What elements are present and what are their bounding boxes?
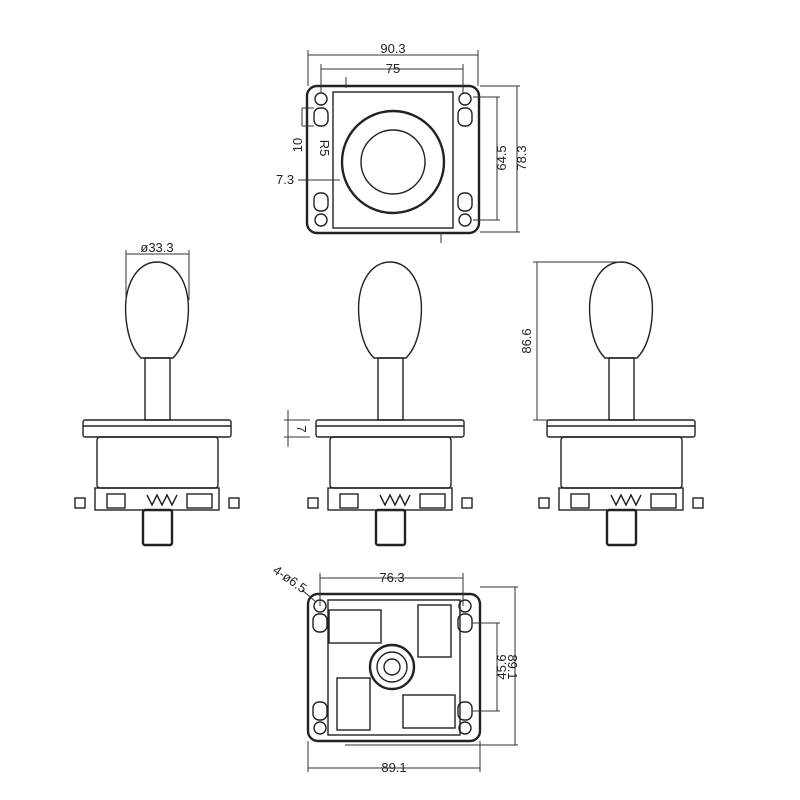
dim-slot-radius: R5 (317, 140, 332, 157)
dim-bottom-width-overall: 89.1 (381, 760, 406, 775)
side-view-left (73, 260, 241, 547)
microswitch (402, 694, 456, 729)
dim-total-height: 86.6 (519, 328, 534, 353)
side-view-right (537, 260, 705, 547)
dim-bottom-hole-spacing-y: 45.6 (494, 654, 509, 679)
microswitch (417, 604, 452, 658)
dim-mount-holes: 4-ø6.5 (270, 562, 309, 596)
dim-plate-thickness: 7 (294, 425, 309, 432)
bottom-view: 76.3 4-ø6.5 45.6 89.1 89.1 (270, 562, 520, 775)
dim-bottom-hole-spacing-x: 76.3 (379, 570, 404, 585)
dim-hole-spacing-x: 75 (386, 61, 400, 76)
dim-bottom-height-overall: 89.1 (505, 654, 520, 679)
side-view-dimensions: ø33.3 7 86.6 (125, 240, 620, 447)
dim-knob-diameter: ø33.3 (140, 240, 173, 255)
dim-slot-length: 10 (290, 138, 305, 152)
dim-hole-spacing-y: 64.5 (494, 145, 509, 170)
dim-width-overall: 90.3 (380, 41, 405, 56)
dim-height-overall: 78.3 (514, 145, 529, 170)
side-view-center (306, 260, 474, 547)
top-view: 90.3 75 10 R5 7.3 64.5 78.3 (276, 41, 529, 243)
microswitch (328, 609, 382, 644)
microswitch (336, 677, 371, 731)
dim-edge-offset: 7.3 (276, 172, 294, 187)
